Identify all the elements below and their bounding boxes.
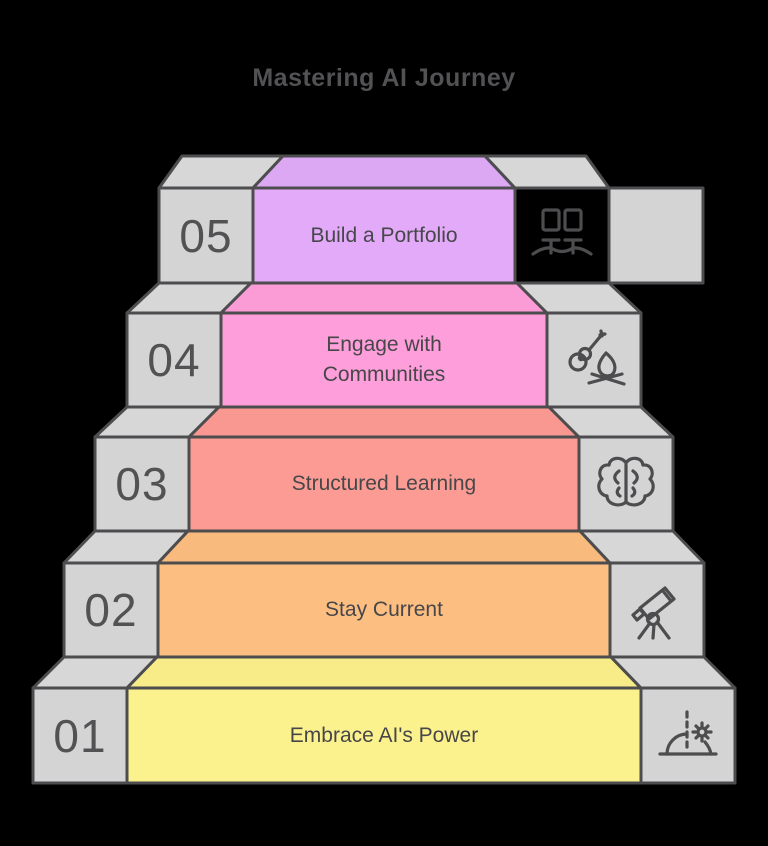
- step-01-left-cap-front: [31, 686, 129, 785]
- campfire-logs: [587, 372, 626, 386]
- step-05-block: [157, 154, 705, 285]
- step-02-label: Stay Current: [325, 598, 443, 621]
- telescope-tripod: [637, 620, 671, 640]
- step-02-right-cap-front: [608, 561, 706, 659]
- telescope-tube: [638, 586, 676, 621]
- step-01-center-front: [125, 686, 643, 785]
- step-05-center-front: [251, 186, 517, 285]
- step-05-left-cap-front: [157, 186, 255, 285]
- step-02-left-cap-front: [62, 561, 160, 659]
- sunrise-icon: [658, 710, 718, 756]
- guitar-upper-body: [577, 346, 593, 362]
- step-05-center-top-face: [251, 154, 517, 190]
- step-02-center-front: [156, 561, 612, 659]
- gallery-frame-left: [541, 208, 561, 232]
- telescope-eyepiece: [631, 607, 646, 622]
- gallery-frame-right: [563, 208, 583, 232]
- step-02-center-top-face: [156, 529, 612, 565]
- campfire-flame: [597, 351, 617, 378]
- step-04-label: Engage with Communities: [322, 333, 446, 386]
- step-01-number: 01: [53, 709, 107, 762]
- step-05-number: 05: [179, 209, 233, 262]
- telescope-lens-line: [661, 589, 673, 603]
- step-03-block: [93, 405, 675, 533]
- step-04-right-cap-front: [545, 311, 643, 409]
- step-01-center-top-face: [125, 655, 643, 690]
- sunrise-sun: [696, 726, 708, 738]
- gallery-icon: [531, 208, 593, 256]
- step-04-number: 04: [147, 334, 201, 386]
- sunrise-slope: [703, 740, 713, 756]
- brain-icon: [597, 456, 655, 507]
- step-05-right-cap-top-face: [483, 154, 611, 190]
- step-01-label: Embrace AI's Power: [289, 723, 479, 747]
- step-03-left-cap-front: [93, 435, 191, 533]
- step-04-block: [125, 281, 643, 409]
- telescope-icon: [631, 586, 676, 640]
- sunrise-dome: [665, 732, 689, 756]
- step-01-block: [31, 655, 737, 785]
- step-04-center-top-face: [219, 281, 549, 315]
- step-02-number: 02: [84, 584, 138, 636]
- campfire-guitar-icon: [568, 329, 626, 386]
- step-05-label: Build a Portfolio: [310, 223, 458, 247]
- brain-gyri: [613, 469, 639, 498]
- guitar-headstock: [597, 329, 607, 340]
- step-03-center-top-face: [187, 405, 581, 439]
- step-04-left-cap-front: [125, 311, 223, 409]
- step-03-label: Structured Learning: [291, 472, 477, 495]
- guitar-neck: [587, 336, 601, 352]
- step-04-center-front: [219, 311, 549, 409]
- step-03-center-front: [187, 435, 581, 533]
- step-03-number: 03: [115, 458, 169, 510]
- page-title: Mastering AI Journey: [252, 64, 516, 92]
- sunrise-rays: [691, 721, 713, 743]
- step-05-right-cap-front: [607, 186, 705, 285]
- guitar-soundhole: [577, 354, 585, 362]
- gallery-rope: [531, 246, 593, 256]
